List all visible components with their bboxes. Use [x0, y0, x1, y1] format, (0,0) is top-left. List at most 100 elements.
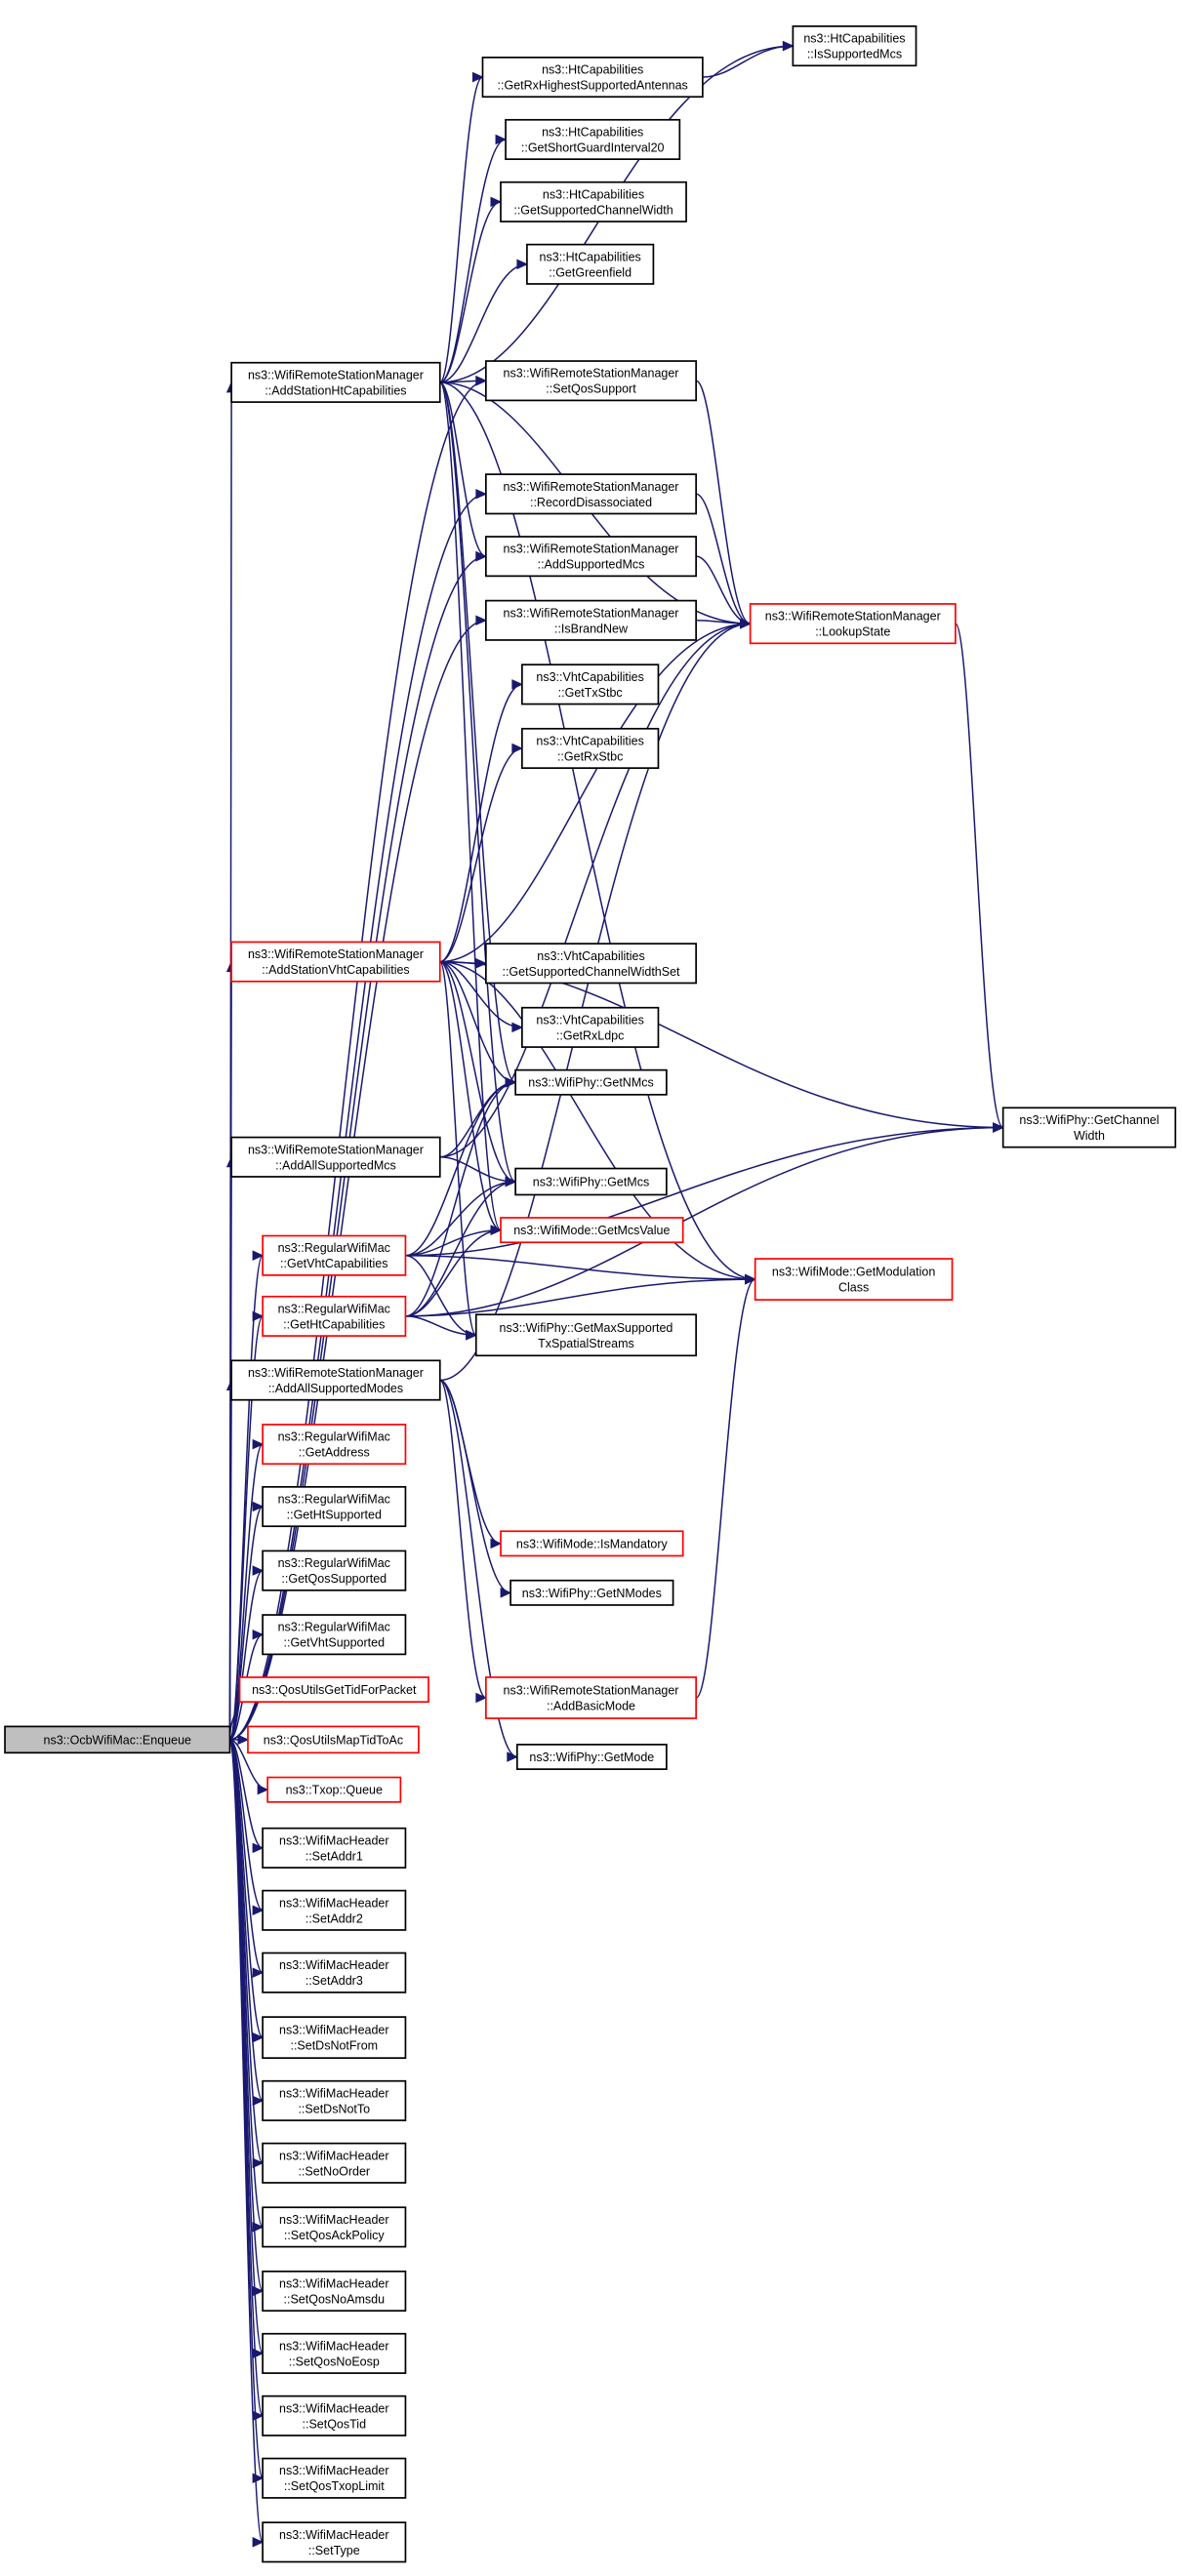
- node-wrsm_recdis[interactable]: ns3::WifiRemoteStationManager::RecordDis…: [485, 473, 697, 515]
- node-wrsm_addmcs[interactable]: ns3::WifiRemoteStationManager::AddSuppor…: [485, 536, 697, 578]
- node-phy_getnmodes[interactable]: ns3::WifiPhy::GetNModes: [509, 1579, 674, 1606]
- node-label: ns3::HtCapabilities: [542, 125, 643, 139]
- node-ht_chw[interactable]: ns3::HtCapabilities::GetSupportedChannel…: [500, 181, 687, 222]
- edge-line: [439, 960, 516, 1183]
- node-wrsm_lookup[interactable]: ns3::WifiRemoteStationManager::LookupSta…: [749, 603, 957, 645]
- node-hdr_qosack[interactable]: ns3::WifiMacHeader::SetQosAckPolicy: [262, 2206, 407, 2248]
- arrowhead: [505, 1176, 517, 1187]
- node-wrsm_addallmcs[interactable]: ns3::WifiRemoteStationManager::AddAllSup…: [230, 1136, 441, 1178]
- node-rwm_htsup[interactable]: ns3::RegularWifiMac::GetHtSupported: [262, 1485, 407, 1528]
- node-label: ::GetHtSupported: [287, 1509, 382, 1522]
- node-label: ns3::WifiMacHeader: [279, 2213, 389, 2227]
- node-vht_chwset[interactable]: ns3::VhtCapabilities::GetSupportedChanne…: [485, 943, 697, 985]
- node-rwm_getaddr[interactable]: ns3::RegularWifiMac::GetAddress: [262, 1424, 407, 1466]
- node-label: ns3::WifiRemoteStationManager: [765, 610, 941, 624]
- node-rwm_getvht[interactable]: ns3::RegularWifiMac::GetVhtCapabilities: [262, 1234, 407, 1276]
- node-label: ns3::HtCapabilities: [543, 187, 644, 201]
- node-vht_txstbc[interactable]: ns3::VhtCapabilities::GetTxStbc: [521, 664, 660, 705]
- node-label: ::AddSupportedMcs: [538, 558, 645, 572]
- node-txop_queue[interactable]: ns3::Txop::Queue: [266, 1776, 402, 1803]
- node-hdr_dsnotto[interactable]: ns3::WifiMacHeader::SetDsNotTo: [262, 2079, 407, 2121]
- node-phy_getmcs[interactable]: ns3::WifiPhy::GetMcs: [514, 1167, 668, 1196]
- node-rwm_qossup[interactable]: ns3::RegularWifiMac::GetQosSupported: [262, 1550, 407, 1591]
- node-phy_maxtx[interactable]: ns3::WifiPhy::GetMaxSupportedTxSpatialSt…: [474, 1313, 697, 1357]
- node-label: ::GetTxStbc: [558, 686, 623, 700]
- node-rwm_getht[interactable]: ns3::RegularWifiMac::GetHtCapabilities: [262, 1295, 407, 1337]
- node-qos_gettid[interactable]: ns3::QosUtilsGetTidForPacket: [238, 1676, 429, 1704]
- node-hdr_qosnoamsdu[interactable]: ns3::WifiMacHeader::SetQosNoAmsdu: [262, 2270, 407, 2313]
- node-label: ::SetQosTid: [303, 2417, 367, 2431]
- node-mode_mcsval[interactable]: ns3::WifiMode::GetMcsValue: [500, 1217, 684, 1244]
- node-label: ::SetNoOrder: [298, 2164, 370, 2178]
- node-hdr_settype[interactable]: ns3::WifiMacHeader::SetType: [262, 2521, 407, 2563]
- node-mode_ismand[interactable]: ns3::WifiMode::IsMandatory: [500, 1530, 684, 1557]
- node-hdr_dsnotfrom[interactable]: ns3::WifiMacHeader::SetDsNotFrom: [262, 2016, 407, 2060]
- node-box: [262, 1550, 407, 1591]
- edge-wrsm_addvht-to-vht_rxstbc: [439, 743, 524, 963]
- edge-wrsm_setqos-to-wrsm_lookup: [695, 380, 752, 629]
- node-ht_gf[interactable]: ns3::HtCapabilities::GetGreenfield: [526, 243, 655, 285]
- node-phy_getmode[interactable]: ns3::WifiPhy::GetMode: [515, 1744, 668, 1770]
- edge-line: [228, 1569, 264, 1741]
- node-label: ::GetSupportedChannelWidthSet: [502, 965, 680, 979]
- node-box: [262, 2395, 407, 2436]
- node-ht_getrx[interactable]: ns3::HtCapabilities::GetRxHighestSupport…: [481, 57, 704, 99]
- node-label: ns3::QosUtilsGetTidForPacket: [252, 1683, 417, 1697]
- edge-line: [439, 201, 502, 383]
- edge-wrsm_addht-to-ht_chw: [439, 196, 503, 383]
- node-label: ::SetQosTxopLimit: [284, 2479, 385, 2493]
- node-label: ::SetQosNoEosp: [289, 2355, 380, 2368]
- node-rwm_vhtsup[interactable]: ns3::RegularWifiMac::GetVhtSupported: [262, 1614, 407, 1656]
- node-label: ::SetDsNotFrom: [290, 2039, 378, 2053]
- node-wrsm_addht[interactable]: ns3::WifiRemoteStationManager::AddStatio…: [230, 361, 441, 403]
- node-wrsm_addbasic[interactable]: ns3::WifiRemoteStationManager::AddBasicM…: [485, 1676, 697, 1719]
- arrowhead: [475, 375, 488, 386]
- node-label: ns3::WifiMacHeader: [279, 2401, 389, 2415]
- node-phy_getnmcs[interactable]: ns3::WifiPhy::GetNMcs: [514, 1068, 668, 1096]
- node-wrsm_addallmodes[interactable]: ns3::WifiRemoteStationManager::AddAllSup…: [230, 1359, 441, 1401]
- node-label: ::GetRxLdpc: [556, 1028, 624, 1042]
- node-hdr_addr1[interactable]: ns3::WifiMacHeader::SetAddr1: [262, 1827, 407, 1869]
- node-wrsm_setqos[interactable]: ns3::WifiRemoteStationManager::SetQosSup…: [485, 360, 697, 402]
- edge-wrsm_addht-to-ht_getrx: [439, 71, 484, 383]
- node-hdr_qosnoeosp[interactable]: ns3::WifiMacHeader::SetQosNoEosp: [262, 2332, 407, 2374]
- edge-line: [439, 1379, 487, 1699]
- node-label: TxSpatialStreams: [538, 1337, 634, 1350]
- node-wrsm_isbrand[interactable]: ns3::WifiRemoteStationManager::IsBrandNe…: [485, 599, 697, 641]
- node-ht_sgi20[interactable]: ns3::HtCapabilities::GetShortGuardInterv…: [505, 118, 681, 160]
- node-box: [1001, 1107, 1177, 1148]
- node-ht_issupported[interactable]: ns3::HtCapabilities::IsSupportedMcs: [792, 25, 917, 67]
- node-label: ns3::WifiPhy::GetMcs: [533, 1176, 649, 1189]
- edge-wrsm_addht-to-mode_modclass: [439, 382, 756, 1285]
- node-label: ::LookupState: [815, 625, 890, 639]
- arrowhead: [252, 1967, 265, 1978]
- node-hdr_addr3[interactable]: ns3::WifiMacHeader::SetAddr3: [262, 1952, 407, 1993]
- node-enqueue[interactable]: ns3::OcbWifiMac::Enqueue: [4, 1725, 231, 1754]
- node-label: ns3::VhtCapabilities: [536, 670, 643, 684]
- node-qos_maptid[interactable]: ns3::QosUtilsMapTidToAc: [247, 1725, 420, 1754]
- edge-line: [439, 747, 522, 963]
- node-label: ns3::WifiRemoteStationManager: [248, 947, 424, 961]
- node-label: ns3::WifiPhy::GetNModes: [522, 1587, 662, 1600]
- node-hdr_qostxop[interactable]: ns3::WifiMacHeader::SetQosTxopLimit: [262, 2457, 407, 2499]
- node-hdr_noorder[interactable]: ns3::WifiMacHeader::SetNoOrder: [262, 2142, 407, 2184]
- node-label: ns3::RegularWifiMac: [278, 1621, 390, 1634]
- node-hdr_qostid[interactable]: ns3::WifiMacHeader::SetQosTid: [262, 2395, 407, 2436]
- node-label: ::GetQosSupported: [281, 1572, 387, 1586]
- edge-line: [405, 1228, 501, 1317]
- node-box: [500, 1217, 684, 1244]
- node-vht_rxstbc[interactable]: ns3::VhtCapabilities::GetRxStbc: [521, 727, 660, 769]
- arrowhead: [740, 618, 752, 629]
- node-box: [230, 1136, 441, 1178]
- edge-line: [439, 382, 516, 1083]
- node-box: [485, 599, 697, 641]
- node-vht_rxldpc[interactable]: ns3::VhtCapabilities::GetRxLdpc: [521, 1006, 660, 1048]
- node-hdr_addr2[interactable]: ns3::WifiMacHeader::SetAddr2: [262, 1889, 407, 1931]
- node-box: [4, 1725, 231, 1754]
- node-wrsm_addvht[interactable]: ns3::WifiRemoteStationManager::AddStatio…: [230, 941, 441, 983]
- edge-line: [405, 1181, 516, 1257]
- node-label: ::SetType: [308, 2544, 360, 2557]
- node-label: ns3::OcbWifiMac::Enqueue: [44, 1733, 192, 1747]
